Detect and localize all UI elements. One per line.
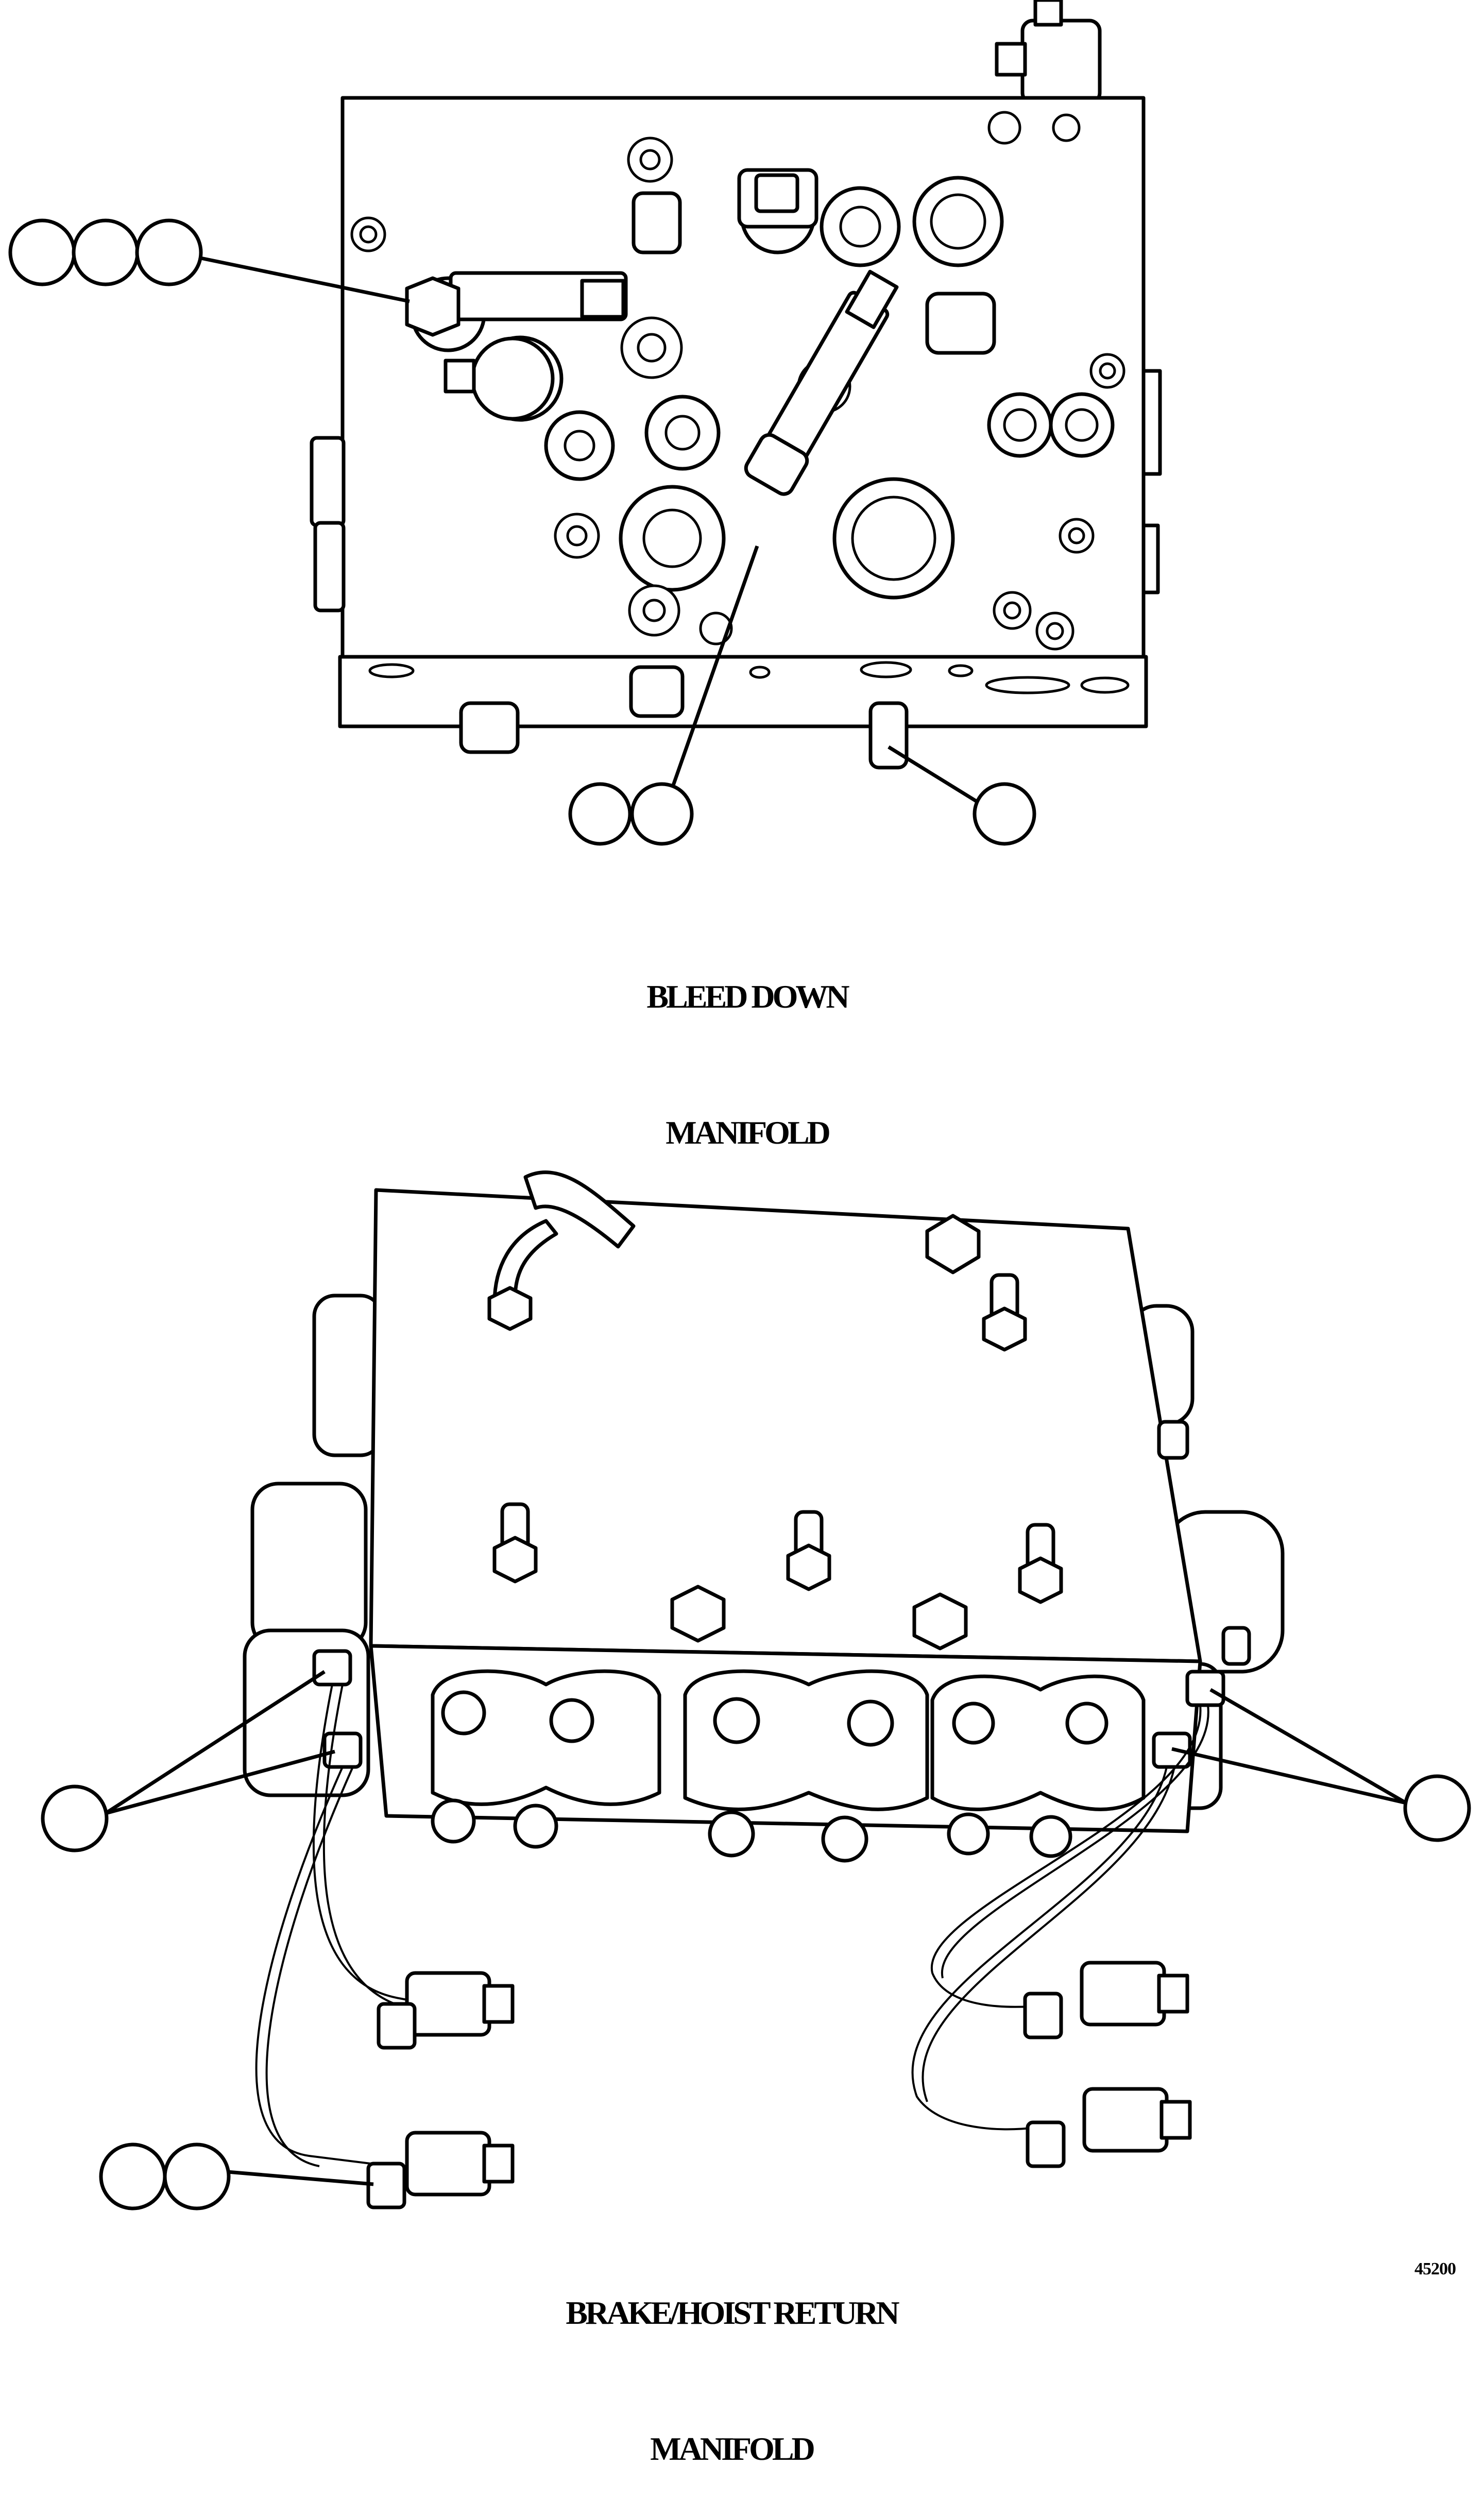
callout-bubble <box>41 1784 109 1852</box>
brake-manifold-harness-left <box>255 1649 515 2209</box>
bleed-down-manifold <box>310 0 1162 770</box>
manifold-illustration <box>8 0 1471 2210</box>
brake-manifold-harness-right <box>911 1670 1225 2168</box>
callout-bubble <box>1403 1774 1471 1842</box>
bleed-pressure-sender-center <box>744 269 899 496</box>
bleed-callouts <box>8 218 1036 846</box>
callout-bubble <box>973 782 1036 846</box>
callout-bubble <box>568 782 632 846</box>
brake-manifold-top-face <box>369 1188 1202 1663</box>
bleed-manifold-ports <box>350 111 1125 651</box>
brake-manifold-flanges <box>431 1669 1146 1863</box>
callout-bubble <box>8 218 76 286</box>
brake-manifold-top-hose <box>487 1170 636 1331</box>
bleed-down-caption: BLEED DOWN MANIFOLD <box>592 883 901 1201</box>
brake-callouts <box>41 1670 1471 2210</box>
brake-hoist-caption-line-2: MANIFOLD <box>650 2430 815 2467</box>
brake-hoist-return-manifold <box>243 1170 1285 2209</box>
diagram-canvas: BLEED DOWN MANIFOLD BRAKE/HOIST RETURN M… <box>8 0 1471 2467</box>
brake-hoist-caption-line-1: BRAKE/HOIST RETURN <box>566 2294 899 2331</box>
callout-bubble <box>135 218 203 286</box>
brake-hoist-caption: BRAKE/HOIST RETURN MANIFOLD <box>531 2200 932 2517</box>
bleed-pressure-sender-left <box>405 271 628 421</box>
callout-bubble <box>163 2142 231 2210</box>
callout-bubble <box>99 2142 167 2210</box>
figure-number: 45200 <box>1414 2259 1456 2278</box>
bleed-down-caption-line-2: MANIFOLD <box>666 1114 831 1151</box>
bleed-down-caption-line-1: BLEED DOWN <box>646 978 849 1015</box>
callout-bubble <box>72 218 140 286</box>
callout-bubble <box>630 782 694 846</box>
brake-manifold-top-fittings <box>492 1214 1251 1666</box>
